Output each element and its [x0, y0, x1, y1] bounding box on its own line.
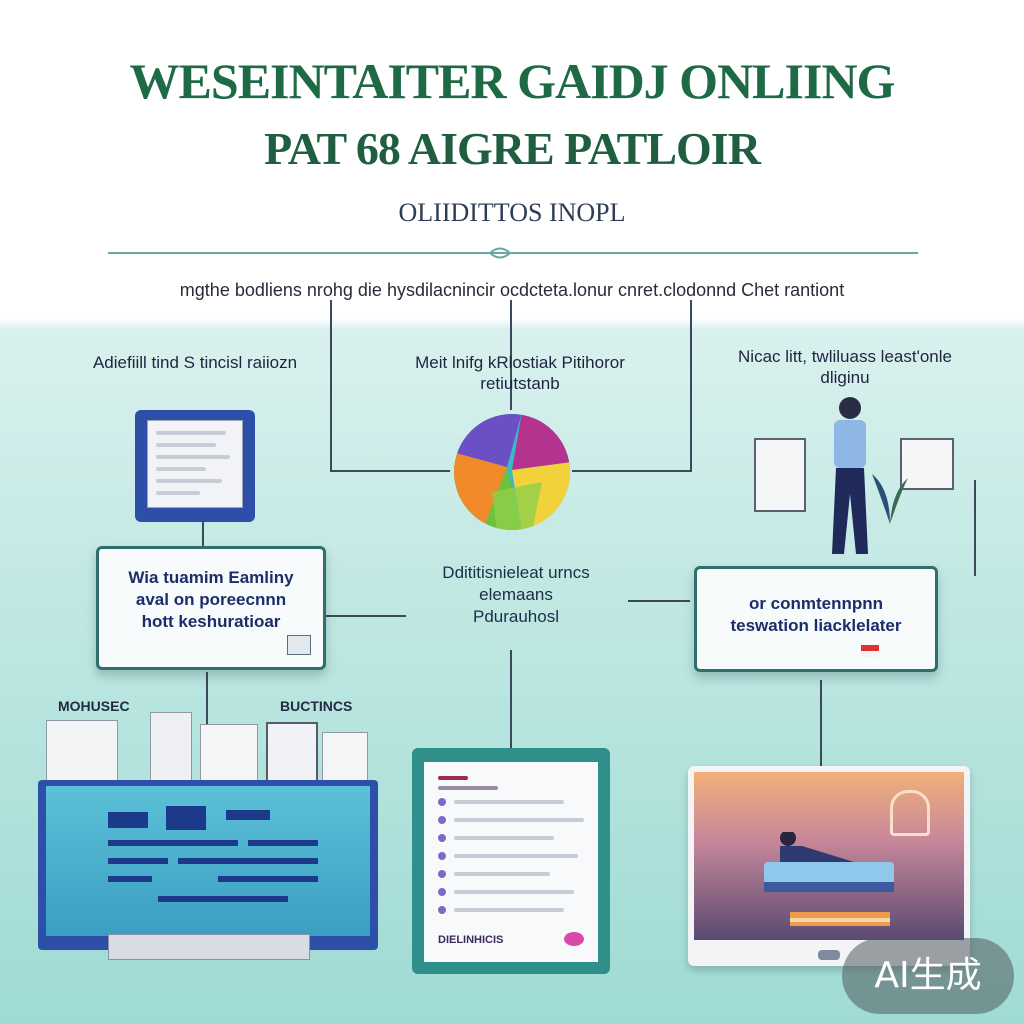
left-section-heading: Adiefiill tind S tincisl raiiozn: [60, 352, 330, 373]
ai-generated-badge: AI生成: [842, 938, 1014, 1014]
monitor-icon: [38, 780, 378, 960]
left-small-label: MOHUSEC: [58, 698, 130, 714]
office-supplies-illustration: [40, 712, 380, 784]
colorful-sphere-icon: [452, 412, 572, 532]
main-title-line-2: PAT 68 AIGRE PATLOIR: [264, 123, 761, 174]
connector-line: [330, 470, 450, 472]
main-title-line-1: WESEINTAITER GAIDJ ONLIING: [129, 53, 896, 109]
center-text-line-2: elemaans: [479, 585, 553, 604]
bedroom-scene-screen: [688, 766, 970, 966]
left-info-card: Wia tuamim Eamliny aval on poreecnnn hot…: [96, 546, 326, 670]
center-heading-line-2: retiutstanb: [480, 374, 560, 393]
tagline: mgthe bodliens nrohg die hysdilacnincir …: [179, 280, 845, 300]
center-text-line-3: Pdurauhosl: [472, 607, 559, 626]
connector-line: [510, 650, 512, 750]
left-card-line-3: hott keshuratioar: [141, 612, 281, 631]
center-section-heading: Meit lnifg kRlostiak Pitihoror retiutsta…: [380, 352, 660, 394]
left-section-heading-text: Adiefiill tind S tincisl raiiozn: [92, 353, 298, 372]
divider-rule: [108, 252, 918, 254]
paper-sheet-icon: [900, 438, 954, 490]
subtitle: OLIIDITTOS INOPL: [398, 198, 626, 227]
document-tablet-icon: [135, 410, 255, 522]
center-text-line-1: Ddititisnieleat urncs: [442, 563, 590, 582]
center-heading-line-1: Meit lnifg kRlostiak Pitihoror: [415, 353, 625, 372]
screen-button-icon: [818, 950, 840, 960]
right-heading-line-2: dliginu: [820, 368, 870, 387]
connector-line: [974, 480, 976, 576]
clipboard-document-icon: DIELINHICIS: [412, 748, 610, 974]
connector-line: [628, 600, 690, 602]
monitor-stand: [108, 934, 310, 960]
center-description: Ddititisnieleat urncs elemaans Pdurauhos…: [406, 562, 626, 628]
presenter-figure-illustration: [740, 394, 960, 564]
pink-dot-icon: [564, 932, 584, 946]
connector-line: [318, 615, 406, 617]
left-card-line-1: Wia tuamim Eamliny: [128, 568, 294, 587]
connector-line: [572, 470, 690, 472]
divider-ornament-icon: [488, 244, 512, 262]
small-document-icon: [287, 635, 311, 655]
paper-sheet-icon: [754, 438, 806, 512]
connector-line: [690, 300, 692, 472]
right-section-heading: Nicac litt, twliluass least'onle dliginu: [690, 346, 1000, 388]
connector-line: [330, 300, 332, 472]
document-footer-label: DIELINHICIS: [438, 934, 504, 946]
right-card-line-1: or conmtennpnn: [748, 594, 884, 613]
right-card-line-2: teswation liacklelater: [730, 616, 902, 635]
connector-line: [202, 520, 204, 552]
right-heading-line-1: Nicac litt, twliluass least'onle: [738, 347, 952, 366]
flag-icon: [861, 645, 879, 657]
connector-line: [820, 680, 822, 766]
left-card-line-2: aval on poreecnnn: [135, 590, 287, 609]
right-info-card: or conmtennpnn teswation liacklelater: [694, 566, 938, 672]
right-small-label: BUCTINCS: [280, 698, 353, 714]
connector-line: [510, 300, 512, 410]
